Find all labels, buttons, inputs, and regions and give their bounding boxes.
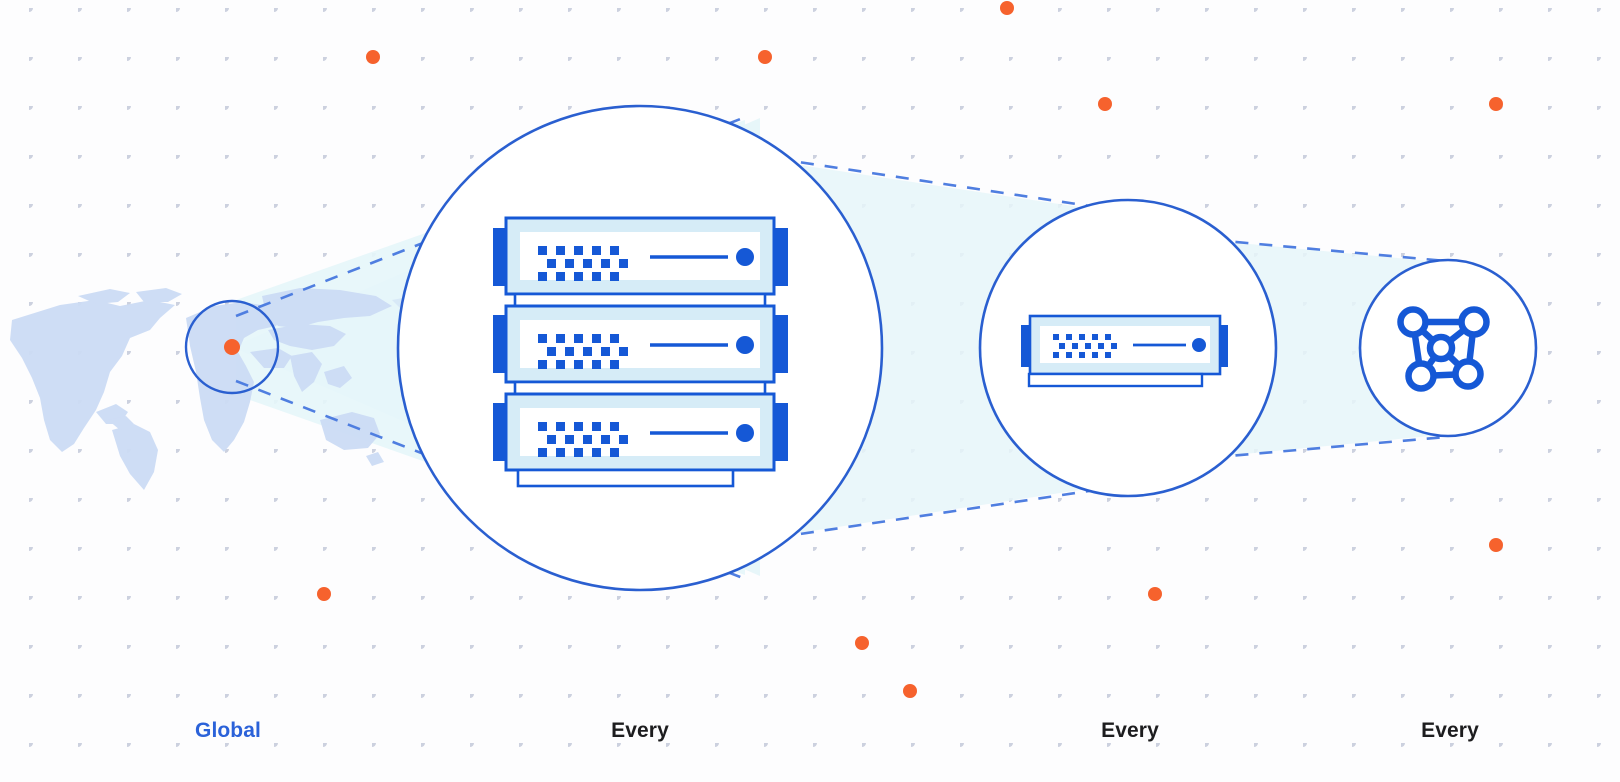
network-graph-nodes	[1397, 306, 1490, 392]
port-grid	[538, 422, 628, 457]
location-pin-dot	[224, 339, 240, 355]
port-grid	[538, 334, 628, 369]
label-every-data-center: Every data center	[540, 668, 740, 782]
server-unit	[493, 304, 788, 384]
server-rack-icon	[493, 216, 788, 488]
world-map-icon	[10, 288, 444, 490]
label-line-1: Every	[611, 719, 669, 742]
port-grid	[538, 246, 628, 281]
port-grid	[1053, 334, 1117, 358]
label-line-1: Global	[195, 719, 261, 742]
server-unit-icon	[1021, 314, 1228, 388]
label-line-1: Every	[1101, 719, 1159, 742]
label-line-1: Every	[1421, 719, 1479, 742]
server-unit	[493, 392, 788, 472]
server-unit	[493, 216, 788, 296]
label-every-server: Every server	[1030, 668, 1230, 782]
label-every-service: Every service	[1350, 668, 1550, 782]
dot-grid-highlights	[317, 1, 1503, 698]
region-highlight-circle	[184, 299, 280, 395]
label-global-network: Global network	[128, 668, 328, 782]
